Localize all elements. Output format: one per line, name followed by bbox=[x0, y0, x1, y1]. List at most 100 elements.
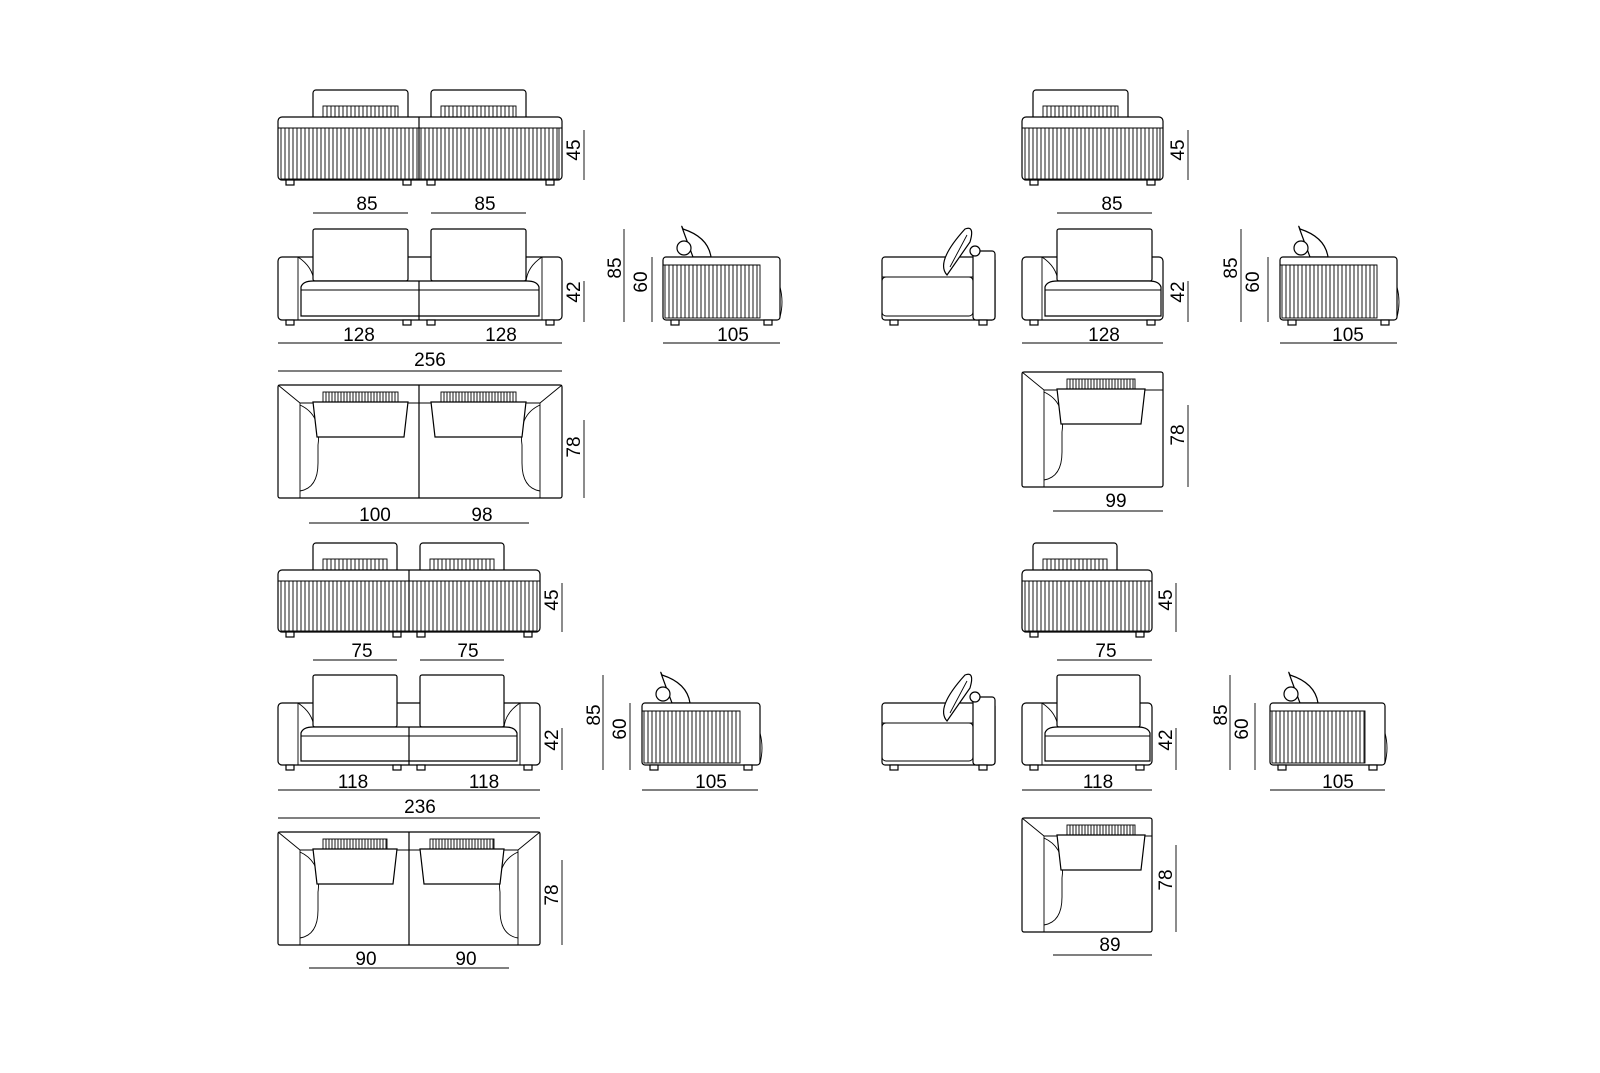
large-side-view bbox=[662, 225, 783, 326]
dimension-label: 78 bbox=[1168, 424, 1189, 445]
horizontal-dimension: 128 bbox=[1022, 325, 1163, 346]
large-front-view bbox=[277, 228, 563, 326]
dimension-label: 45 bbox=[1168, 139, 1189, 160]
large-single-back-view bbox=[1021, 89, 1164, 186]
horizontal-dimension: 75 bbox=[1057, 641, 1152, 662]
vertical-dimension: 60 bbox=[631, 257, 653, 322]
vertical-dimension: 60 bbox=[610, 703, 631, 770]
vertical-dimension: 85 bbox=[1211, 675, 1232, 770]
dimension-label: 75 bbox=[1095, 641, 1116, 662]
dimension-label: 118 bbox=[469, 772, 499, 793]
dimension-label: 42 bbox=[542, 729, 563, 750]
small-front-view bbox=[277, 674, 541, 771]
horizontal-dimension: 89 bbox=[1053, 935, 1152, 956]
dimension-label: 60 bbox=[610, 718, 631, 739]
horizontal-dimension: 75 bbox=[420, 641, 504, 662]
vertical-dimension: 45 bbox=[564, 130, 585, 180]
dimension-label: 256 bbox=[414, 350, 446, 371]
horizontal-dimension: 85 bbox=[431, 194, 526, 215]
dimension-label: 78 bbox=[542, 884, 563, 905]
small-single-front-view bbox=[1021, 674, 1153, 771]
dimension-label: 42 bbox=[1168, 281, 1189, 302]
dimension-label: 118 bbox=[1083, 772, 1113, 793]
dimension-label: 98 bbox=[471, 505, 492, 526]
vertical-dimension: 78 bbox=[542, 860, 563, 945]
dimension-label: 45 bbox=[1156, 589, 1177, 610]
dimension-label: 78 bbox=[564, 436, 585, 457]
large-back-view bbox=[277, 89, 563, 186]
horizontal-dimension: 85 bbox=[313, 194, 408, 215]
dimension-label: 85 bbox=[584, 704, 605, 725]
dimension-label: 105 bbox=[717, 325, 749, 346]
dimension-label: 85 bbox=[1211, 704, 1232, 725]
dimension-label: 85 bbox=[356, 194, 377, 215]
dimension-label: 90 bbox=[355, 949, 376, 970]
dimension-label: 60 bbox=[1243, 271, 1264, 292]
vertical-dimension: 42 bbox=[542, 728, 563, 770]
dimension-label: 45 bbox=[542, 589, 563, 610]
horizontal-dimension: 100 bbox=[309, 505, 529, 526]
vertical-dimension: 60 bbox=[1243, 257, 1269, 322]
horizontal-dimension: 99 bbox=[1053, 491, 1163, 512]
small-single-back-view bbox=[1021, 542, 1153, 638]
dimension-label: 42 bbox=[564, 281, 585, 302]
horizontal-dimension: 105 bbox=[663, 325, 780, 346]
horizontal-dimension: 236 bbox=[278, 797, 540, 819]
dimension-label: 100 bbox=[359, 505, 391, 526]
vertical-dimension: 42 bbox=[1168, 281, 1189, 322]
large-single-side-view bbox=[1279, 225, 1400, 326]
dimension-label: 128 bbox=[1088, 325, 1120, 346]
small-side-view bbox=[641, 671, 763, 771]
dimension-label: 89 bbox=[1099, 935, 1120, 956]
horizontal-dimension: 128 bbox=[278, 325, 562, 346]
small-top-view bbox=[277, 831, 541, 946]
dimension-label: 118 bbox=[338, 772, 368, 793]
vertical-dimension: 42 bbox=[1156, 728, 1177, 770]
small-single-top-view bbox=[1021, 817, 1153, 933]
dimension-label: 85 bbox=[1101, 194, 1122, 215]
horizontal-dimension: 85 bbox=[1057, 194, 1152, 215]
dimension-label: 128 bbox=[343, 325, 375, 346]
large-corner-side-view bbox=[881, 227, 996, 326]
dimension-label: 85 bbox=[605, 257, 626, 278]
horizontal-dimension: 256 bbox=[278, 350, 562, 372]
dimension-label: 105 bbox=[1332, 325, 1364, 346]
horizontal-dimension: 90 bbox=[309, 949, 509, 970]
dimension-label: 45 bbox=[564, 139, 585, 160]
small-single-side-view bbox=[1269, 671, 1388, 771]
dimension-label: 105 bbox=[1322, 772, 1354, 793]
vertical-dimension: 42 bbox=[564, 281, 585, 322]
large-single-top-view bbox=[1021, 371, 1164, 488]
horizontal-dimension: 118 bbox=[1022, 772, 1152, 793]
vertical-dimension: 78 bbox=[1168, 405, 1189, 487]
small-corner-side-view bbox=[881, 673, 996, 771]
vertical-dimension: 85 bbox=[1221, 229, 1242, 322]
horizontal-dimension: 75 bbox=[313, 641, 397, 662]
horizontal-dimension: 105 bbox=[1270, 772, 1385, 793]
vertical-dimension: 45 bbox=[542, 583, 563, 632]
horizontal-dimension: 118 bbox=[278, 772, 540, 793]
dimension-label: 75 bbox=[457, 641, 478, 662]
horizontal-dimension: 105 bbox=[1280, 325, 1397, 346]
dimension-label: 85 bbox=[474, 194, 495, 215]
vertical-dimension: 85 bbox=[605, 229, 626, 322]
dimension-label: 85 bbox=[1221, 257, 1242, 278]
dimension-label: 60 bbox=[631, 271, 652, 292]
horizontal-dimension: 105 bbox=[642, 772, 758, 793]
vertical-dimension: 45 bbox=[1156, 583, 1177, 632]
dimension-label: 75 bbox=[351, 641, 372, 662]
dimension-label: 42 bbox=[1156, 729, 1177, 750]
small-back-view bbox=[277, 542, 541, 638]
vertical-dimension: 60 bbox=[1232, 703, 1256, 770]
dimension-label: 105 bbox=[695, 772, 727, 793]
dimension-label: 128 bbox=[485, 325, 517, 346]
dimension-label: 99 bbox=[1105, 491, 1126, 512]
vertical-dimension: 45 bbox=[1168, 130, 1189, 180]
large-single-front-view bbox=[1021, 228, 1164, 326]
dimension-label: 90 bbox=[455, 949, 476, 970]
dimension-label: 60 bbox=[1232, 718, 1253, 739]
dimension-label: 236 bbox=[404, 797, 436, 818]
large-top-view bbox=[277, 384, 563, 499]
vertical-dimension: 78 bbox=[1156, 845, 1177, 932]
